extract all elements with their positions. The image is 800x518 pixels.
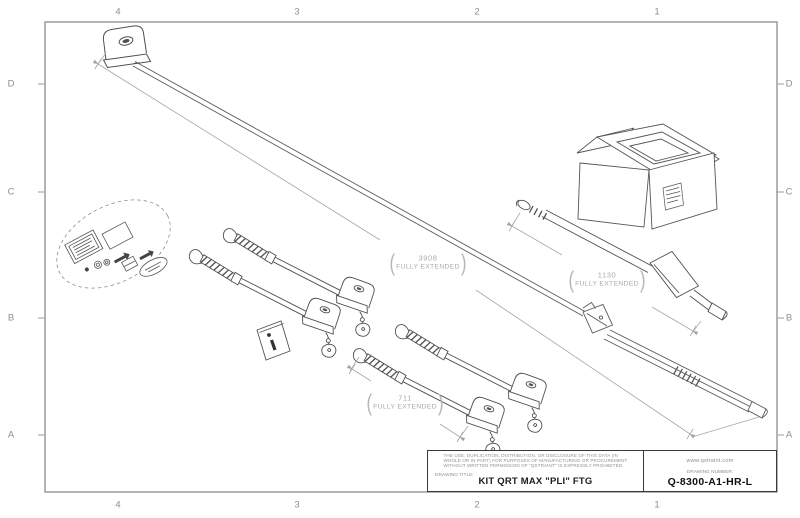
belt-tip-drawing bbox=[747, 400, 768, 419]
legal-notice: THE USE, DUPLICATION, DISTRIBUTION, OR D… bbox=[443, 453, 628, 469]
website-text: www.qstraint.com bbox=[686, 458, 734, 464]
paren-open: ( bbox=[568, 267, 575, 293]
strap-1130-drawing bbox=[515, 199, 728, 321]
dimension-note: FULLY EXTENDED bbox=[396, 263, 460, 271]
zone-label-left-b: B bbox=[7, 312, 15, 324]
drawing-title: KIT QRT MAX "PLI" FTG bbox=[478, 476, 593, 487]
dimension-note: FULLY EXTENDED bbox=[575, 280, 639, 288]
extended-belt-drawing bbox=[132, 61, 768, 419]
info-card-drawing bbox=[256, 320, 291, 361]
legal-line-2: WHOLE OR IN PART) FOR PURPOSES OF MANUFA… bbox=[443, 457, 628, 463]
legal-line-3: WITHOUT WRITTEN PERMISSION OF "QSTRAINT"… bbox=[443, 462, 624, 468]
dimension-value: 711 bbox=[398, 393, 412, 403]
zone-label-right-a: A bbox=[785, 429, 793, 441]
drawing-number-label: DRAWING NUMBER: bbox=[686, 470, 734, 475]
dimension-value: 3908 bbox=[418, 253, 438, 263]
dimension-line-711 bbox=[346, 356, 469, 443]
dimension-1130: ( 1130 FULLY EXTENDED ) bbox=[568, 267, 646, 293]
dimension-line-3908 bbox=[92, 52, 760, 440]
zone-label-bottom-1: 1 bbox=[654, 499, 660, 511]
retractor-drawing bbox=[102, 25, 152, 69]
title-block: THE USE, DUPLICATION, DISTRIBUTION, OR D… bbox=[427, 450, 777, 492]
title-block-left: THE USE, DUPLICATION, DISTRIBUTION, OR D… bbox=[428, 451, 644, 491]
sheet-border bbox=[38, 21, 784, 493]
zone-label-top-2: 2 bbox=[474, 6, 480, 18]
hardware-kit-detail bbox=[56, 199, 171, 289]
dimension-line-1130 bbox=[506, 212, 702, 337]
drawing-number: Q-8300-A1-HR-L bbox=[667, 476, 753, 488]
paren-close: ) bbox=[460, 250, 467, 276]
zone-label-right-b: B bbox=[785, 312, 793, 324]
paren-close: ) bbox=[437, 390, 444, 416]
title-block-right: www.qstraint.com DRAWING NUMBER: Q-8300-… bbox=[644, 451, 776, 491]
belt-buckle-drawing bbox=[582, 301, 614, 334]
zone-label-top-3: 3 bbox=[294, 6, 300, 18]
drawing-title-label: DRAWING TITLE: bbox=[435, 473, 474, 478]
zone-label-top-4: 4 bbox=[115, 6, 121, 18]
dimension-value: 1130 bbox=[597, 270, 617, 280]
dimension-3908: ( 3908 FULLY EXTENDED ) bbox=[389, 250, 467, 276]
zone-label-top-1: 1 bbox=[654, 6, 660, 18]
dimension-711: ( 711 FULLY EXTENDED ) bbox=[366, 390, 444, 416]
zone-label-bottom-3: 3 bbox=[294, 499, 300, 511]
paren-open: ( bbox=[389, 250, 396, 276]
zone-label-left-a: A bbox=[7, 429, 15, 441]
zone-label-bottom-4: 4 bbox=[115, 499, 121, 511]
legal-line-1: THE USE, DUPLICATION, DISTRIBUTION, OR D… bbox=[443, 453, 618, 458]
zone-label-right-c: C bbox=[785, 186, 793, 198]
zone-label-right-d: D bbox=[785, 78, 793, 90]
zone-label-bottom-2: 2 bbox=[474, 499, 480, 511]
paren-close: ) bbox=[639, 267, 646, 293]
zone-label-left-c: C bbox=[7, 186, 15, 198]
carton-box-drawing bbox=[576, 123, 720, 230]
dimension-note: FULLY EXTENDED bbox=[373, 403, 437, 411]
paren-open: ( bbox=[366, 390, 373, 416]
zone-label-left-d: D bbox=[7, 78, 15, 90]
